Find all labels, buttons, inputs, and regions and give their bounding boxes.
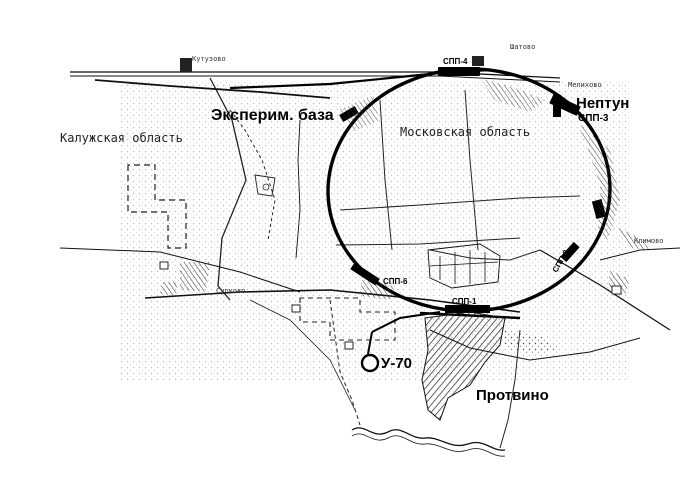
spp2-building bbox=[560, 241, 580, 263]
terrain-texture bbox=[120, 80, 630, 380]
injector-line-2 bbox=[367, 331, 373, 355]
river bbox=[351, 427, 506, 451]
region-label-kaluga: Калужская область bbox=[60, 131, 183, 145]
ring-stations bbox=[339, 67, 607, 313]
village-label-right: Климово bbox=[634, 237, 664, 245]
region-boundary bbox=[209, 77, 247, 301]
protvino-grid bbox=[429, 250, 499, 284]
protvino-town bbox=[421, 311, 506, 421]
label-spp6: СПП-6 bbox=[383, 277, 408, 286]
injector-line bbox=[371, 311, 441, 333]
spp3-block bbox=[553, 95, 561, 117]
label-neptun: Нептун bbox=[576, 95, 630, 112]
spp-south-building bbox=[445, 305, 490, 313]
inner-roads bbox=[335, 89, 581, 261]
village-label-top-right: Мелихово bbox=[568, 81, 602, 89]
dashed-field-left bbox=[127, 164, 187, 249]
region-label-moscow: Московская область bbox=[400, 125, 531, 139]
dashed-field-center bbox=[299, 297, 396, 341]
label-exper-base: Эксперим. база bbox=[211, 107, 334, 124]
small-buildings bbox=[159, 261, 622, 350]
label-u70: У-70 bbox=[381, 355, 413, 372]
village-label-shatovo: Шатово bbox=[510, 43, 536, 51]
village-label-left-bottom: Сурково bbox=[216, 287, 246, 295]
u70-injector-circle bbox=[360, 353, 380, 373]
label-protvino: Протвино bbox=[476, 387, 549, 404]
label-spp3: СПП-3 bbox=[578, 113, 609, 124]
village-label-top-left: Кутузово bbox=[192, 55, 226, 63]
river-bank bbox=[351, 433, 506, 457]
spp4-building bbox=[438, 67, 480, 76]
spp6-building bbox=[350, 262, 380, 286]
label-spp4: СПП-4 bbox=[443, 57, 468, 66]
railway-north bbox=[70, 71, 561, 99]
forest-areas bbox=[160, 56, 650, 355]
label-spp1: СПП-1 bbox=[452, 297, 477, 306]
protvino-blocks bbox=[427, 243, 501, 289]
